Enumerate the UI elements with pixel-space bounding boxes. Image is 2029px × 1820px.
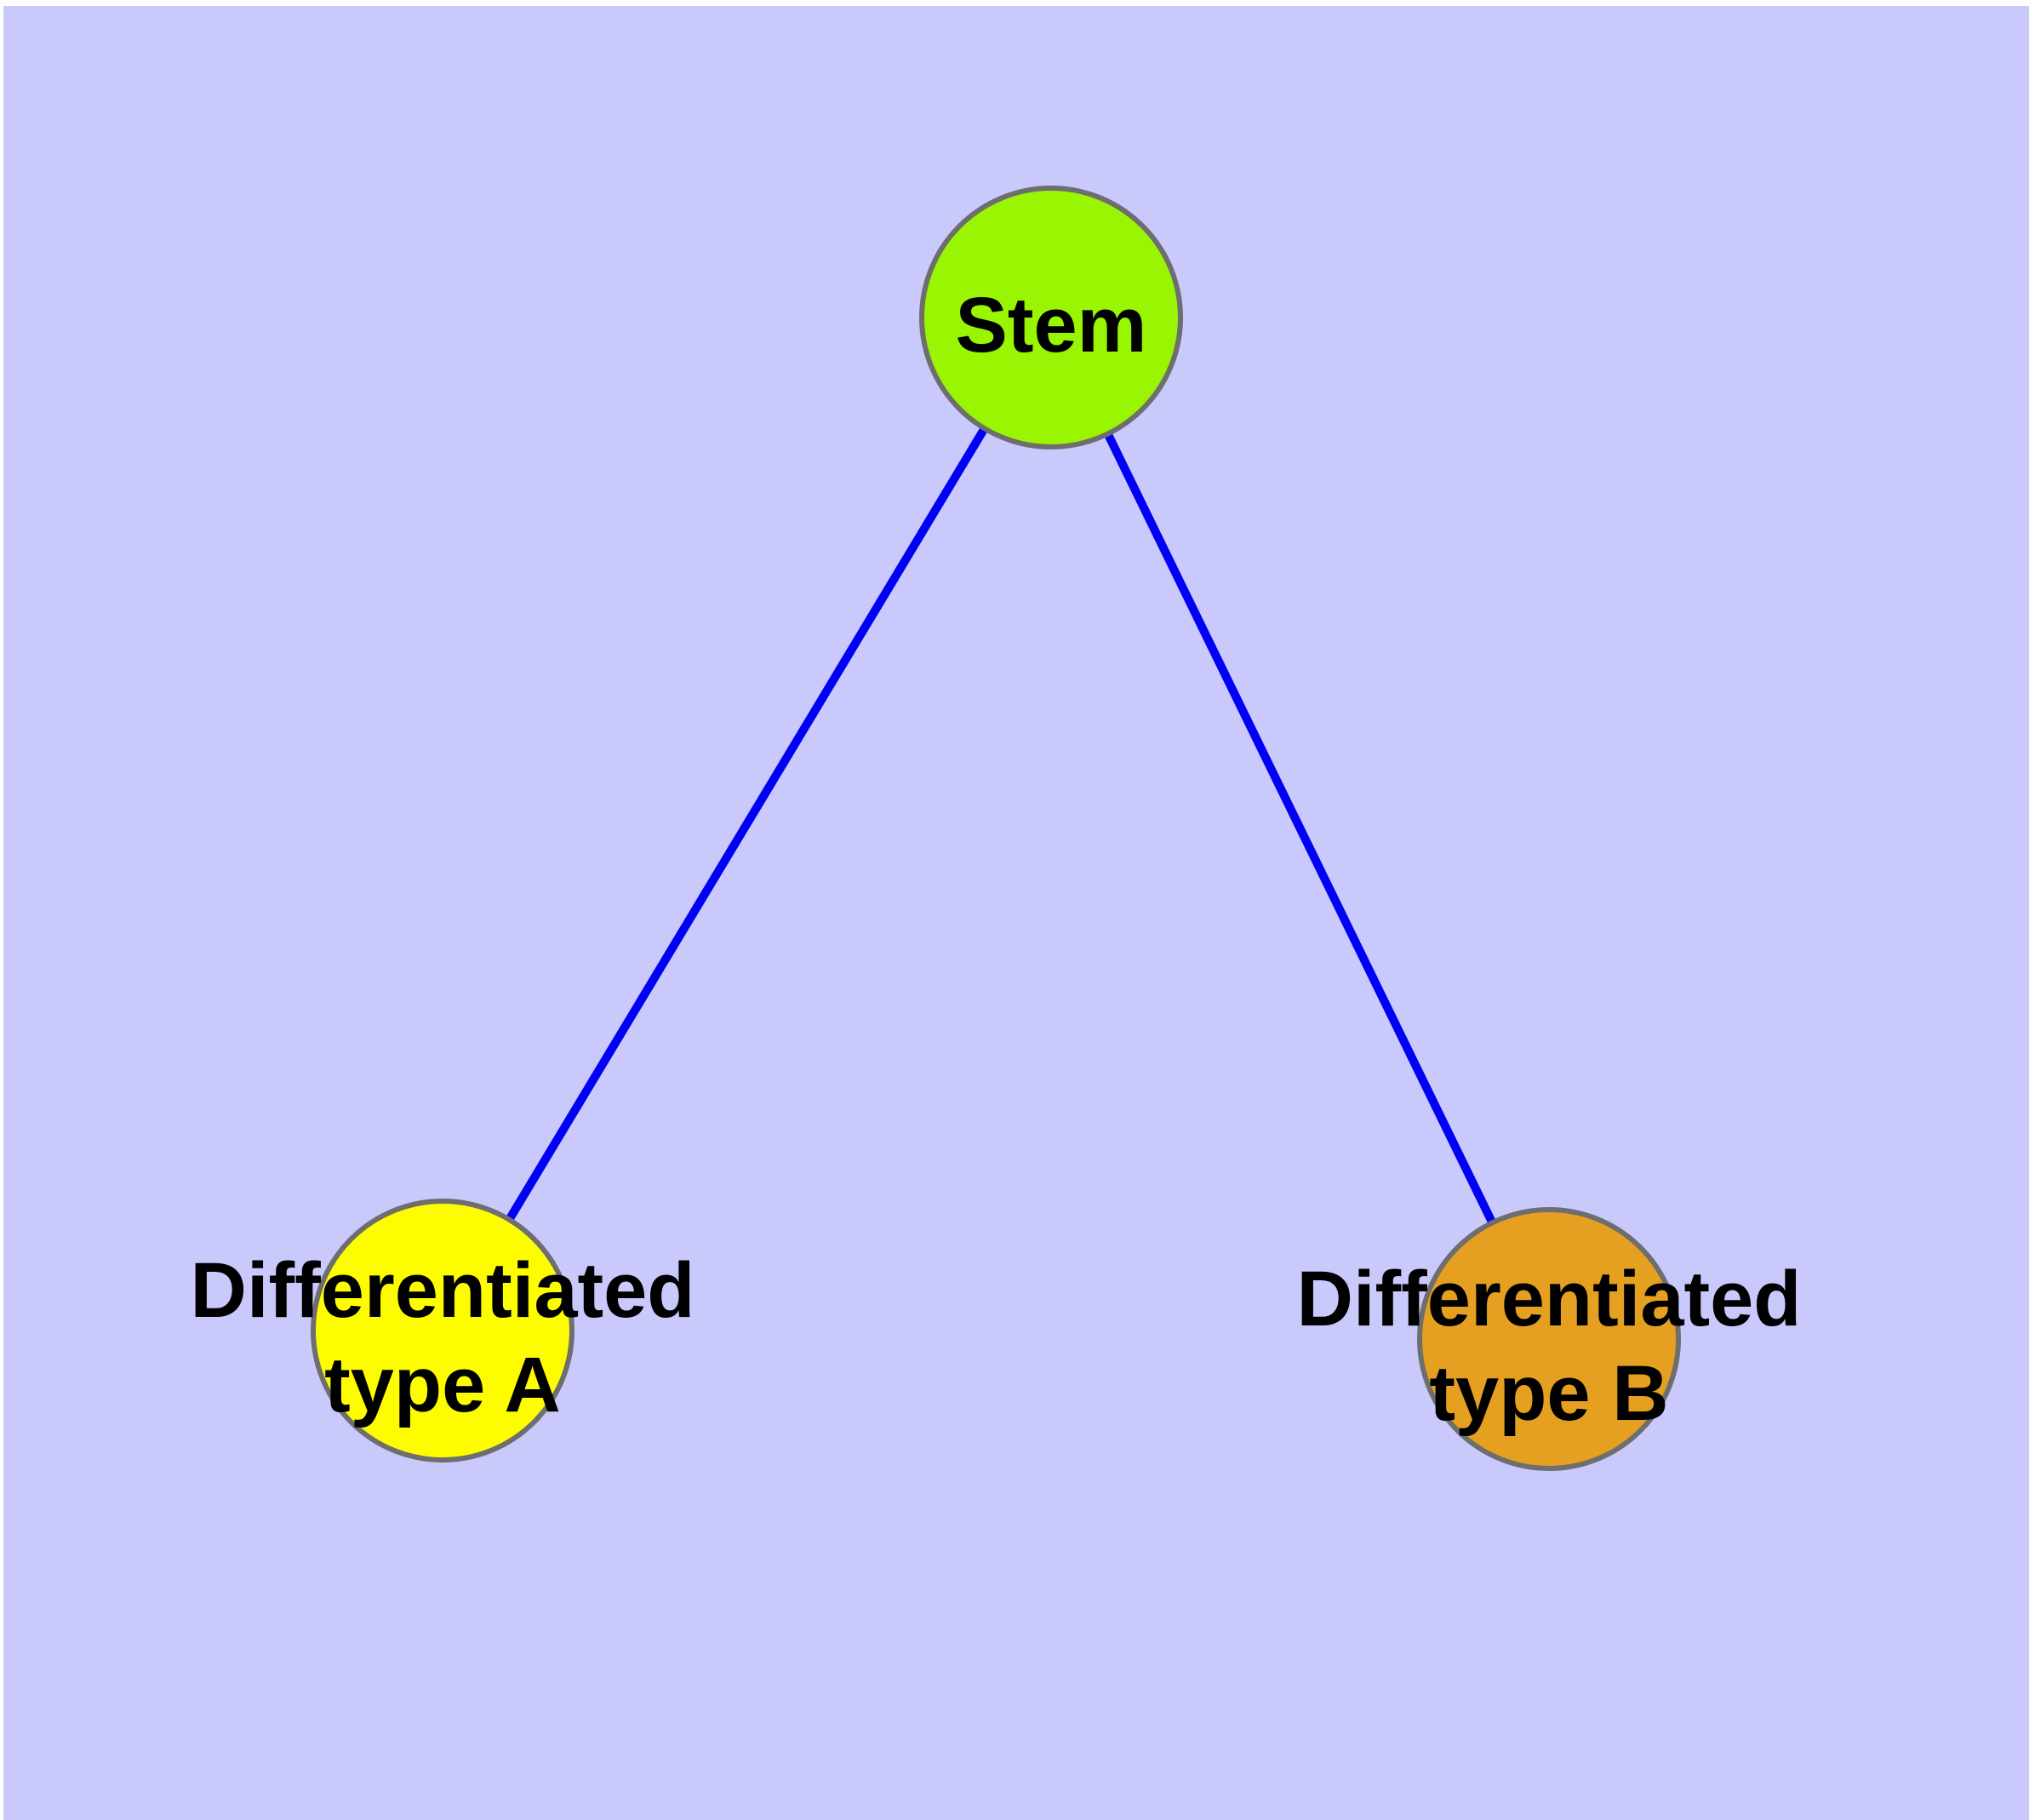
node-type-b-label-line2: type B — [1429, 1350, 1668, 1437]
node-type-a-circle — [311, 1199, 574, 1462]
node-stem-circle — [919, 186, 1183, 449]
edge-stem-to-type-a — [438, 315, 1055, 1333]
node-type-a-label-line2: type A — [324, 1342, 561, 1428]
node-type-b-circle — [1417, 1207, 1681, 1471]
node-stem-label: Stem — [956, 282, 1147, 369]
edge-stem-to-type-b — [1047, 315, 1553, 1342]
node-type-b-label-line1: Differentiated — [1297, 1256, 1802, 1342]
node-type-a-label-line1: Differentiated — [191, 1247, 695, 1334]
